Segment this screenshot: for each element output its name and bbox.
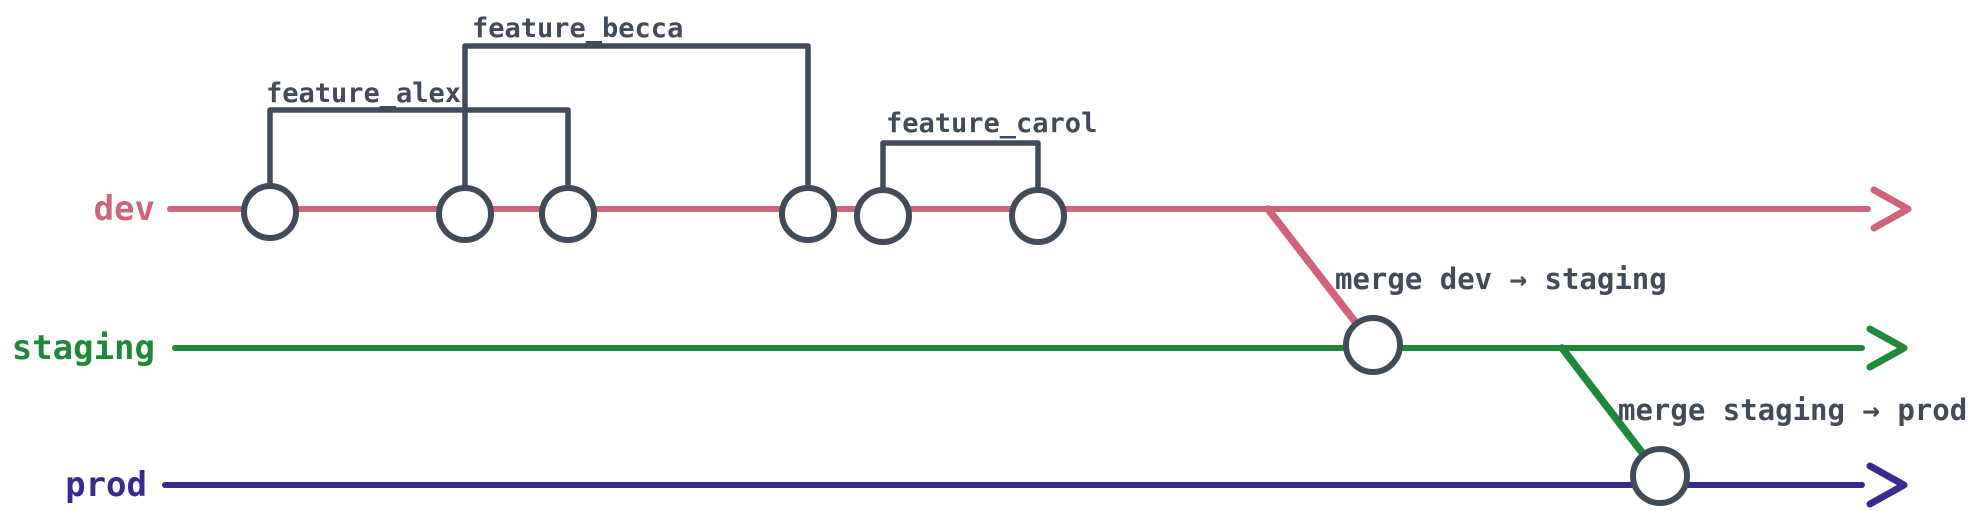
prod-arrowhead-icon bbox=[1866, 462, 1908, 508]
feature-alex-label: feature_alex bbox=[266, 78, 461, 109]
merge-commit-node-staging bbox=[1343, 315, 1403, 375]
commit-node-dev-4 bbox=[779, 185, 837, 243]
staging-branch-label: staging bbox=[12, 328, 155, 368]
feature-alex-bracket bbox=[267, 107, 571, 199]
commit-node-dev-5 bbox=[854, 187, 912, 245]
dev-arrowhead-icon bbox=[1870, 186, 1912, 232]
dev-branch-label: dev bbox=[94, 189, 155, 229]
feature-carol-bracket bbox=[880, 140, 1041, 203]
merge-dev-to-staging-label: merge dev → staging bbox=[1335, 262, 1667, 296]
commit-node-dev-2 bbox=[436, 185, 494, 243]
merge-staging-to-prod-label: merge staging → prod bbox=[1618, 393, 1967, 427]
merge-commit-node-prod bbox=[1630, 446, 1690, 506]
staging-arrowhead-icon bbox=[1866, 325, 1908, 371]
prod-branch-label: prod bbox=[65, 465, 147, 505]
feature-becca-label: feature_becca bbox=[472, 13, 683, 44]
feature-becca-bracket bbox=[462, 43, 811, 201]
feature-carol-label: feature_carol bbox=[886, 108, 1097, 139]
commit-node-dev-6 bbox=[1009, 187, 1067, 245]
commit-node-dev-1 bbox=[241, 183, 299, 241]
commit-node-dev-3 bbox=[539, 185, 597, 243]
